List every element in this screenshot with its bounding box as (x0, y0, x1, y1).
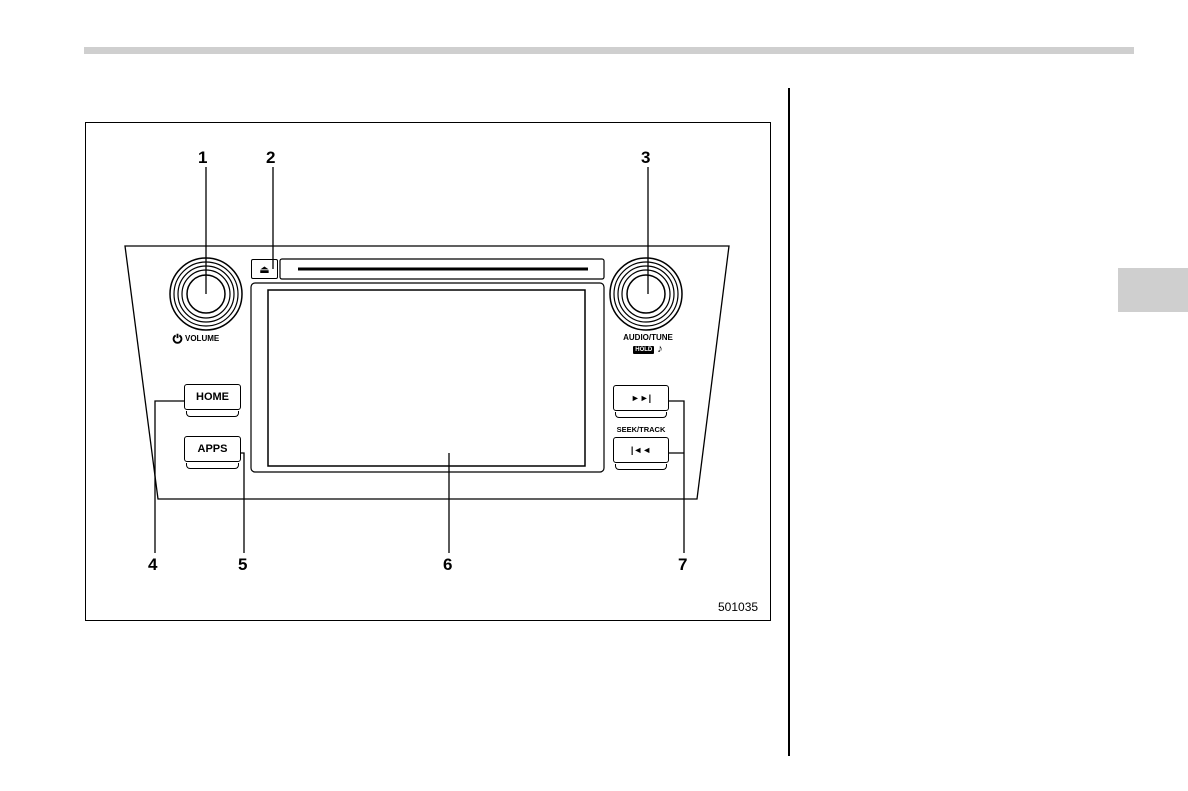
hold-badge: HOLD (633, 346, 654, 354)
touch-screen (268, 290, 585, 466)
figure-id: 501035 (718, 601, 758, 613)
seek-prev-button[interactable]: |◄◄ (613, 437, 669, 470)
apps-button[interactable]: APPS (184, 436, 241, 469)
callout-4: 4 (148, 556, 157, 573)
seek-next-button[interactable]: ►►| (613, 385, 669, 418)
eject-icon: ⏏ (259, 263, 269, 276)
skip-back-icon: |◄◄ (613, 437, 669, 463)
seek-track-label: SEEK/TRACK (603, 425, 679, 434)
leader-4 (155, 401, 192, 553)
audio-tune-label: AUDIO/TUNE HOLD ♪ (610, 333, 686, 355)
eject-button[interactable]: ⏏ (251, 259, 278, 279)
power-icon (172, 333, 183, 344)
callout-6: 6 (443, 556, 452, 573)
skip-forward-icon: ►►| (613, 385, 669, 411)
callout-7: 7 (678, 556, 687, 573)
music-note-icon: ♪ (657, 344, 663, 355)
callout-1: 1 (198, 149, 207, 166)
screen-frame (251, 283, 604, 472)
callout-5: 5 (238, 556, 247, 573)
home-button[interactable]: HOME (184, 384, 241, 417)
callout-2: 2 (266, 149, 275, 166)
leader-7 (660, 401, 684, 553)
callout-3: 3 (641, 149, 650, 166)
volume-label: VOLUME (172, 333, 219, 344)
audio-tune-knob (610, 258, 682, 330)
